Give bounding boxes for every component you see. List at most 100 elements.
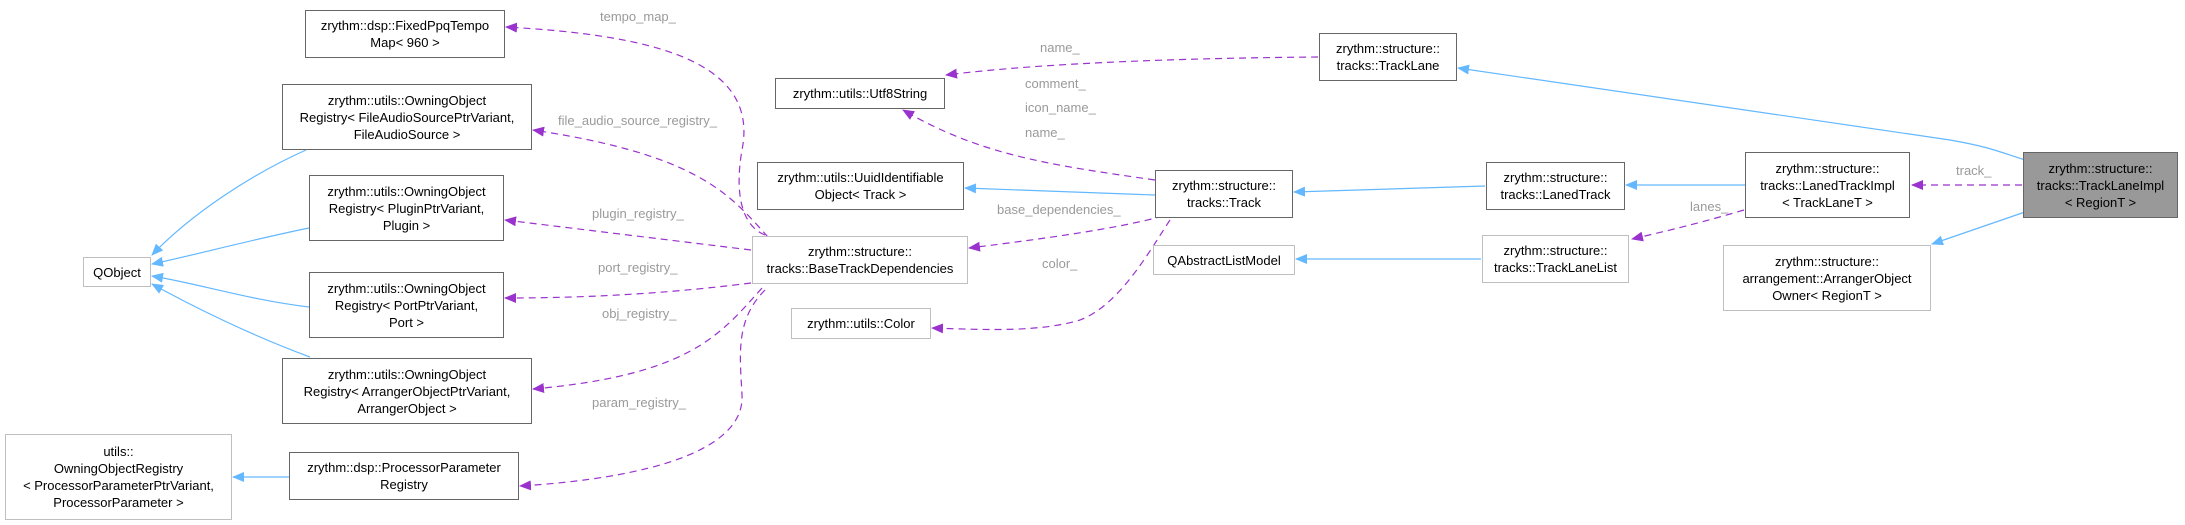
label-name-track: name_ xyxy=(1025,125,1066,140)
node-track[interactable]: zrythm::structure::tracks::Track xyxy=(1155,170,1293,218)
node-arranger-object-owner[interactable]: zrythm::structure::arrangement::Arranger… xyxy=(1723,245,1931,311)
node-label-line: zrythm::structure:: xyxy=(2048,160,2153,176)
node-utf8-string[interactable]: zrythm::utils::Utf8String xyxy=(775,78,945,109)
edge-regarranger-qobject xyxy=(151,283,311,358)
edge-plugin xyxy=(504,216,752,251)
node-label-line: zrythm::utils::Utf8String xyxy=(792,86,928,101)
label-obj-registry: obj_registry_ xyxy=(602,306,677,321)
label-base-dependencies: base_dependencies_ xyxy=(997,202,1121,217)
node-label-line: ArrangerObject > xyxy=(357,400,457,416)
edge-lanes xyxy=(1631,209,1745,242)
node-label-line: Registry< FileAudioSourcePtrVariant, xyxy=(299,109,515,125)
node-label-line: zrythm::utils::OwningObject xyxy=(327,366,487,382)
inheritance-edges xyxy=(151,64,2026,482)
node-label-line: Object< Track > xyxy=(814,187,907,202)
node-label-line: QAbstractListModel xyxy=(1167,252,1281,268)
node-label-line: zrythm::utils::OwningObject xyxy=(327,280,486,296)
node-label-line: tracks::LanedTrack xyxy=(1500,187,1611,202)
node-utils-owning-object-registry[interactable]: utils::OwningObjectRegistry< ProcessorPa… xyxy=(5,434,232,520)
node-label-line: zrythm::structure:: xyxy=(807,244,912,259)
node-label-line: zrythm::utils::UuidIdentifiable xyxy=(777,170,944,185)
edge-laneimpl-tracklane xyxy=(1457,64,2026,161)
node-label-line: zrythm::dsp::ProcessorParameter xyxy=(307,460,501,475)
edge-fileaudio xyxy=(532,126,769,238)
node-label-line: zrythm::structure:: xyxy=(1503,243,1608,258)
node-label-line: zrythm::dsp::FixedPpqTempo xyxy=(320,18,490,33)
node-label-line: zrythm::utils::OwningObject xyxy=(327,92,487,108)
node-track-lane-list[interactable]: zrythm::structure::tracks::TrackLaneList xyxy=(1482,235,1629,283)
node-label-line: arrangement::ArrangerObject xyxy=(1742,270,1912,286)
node-label-line: OwningObjectRegistry xyxy=(53,461,184,476)
label-track: track_ xyxy=(1956,163,1992,178)
node-label-line: Registry< PortPtrVariant, xyxy=(334,297,479,313)
node-label-line: tracks::TrackLaneImpl xyxy=(2036,177,2165,193)
label-param-registry: param_registry_ xyxy=(592,395,687,410)
node-label-line: Port > xyxy=(388,314,425,330)
edge-obj xyxy=(532,287,763,394)
edge-name-lane xyxy=(945,56,1319,79)
node-label-line: utils:: xyxy=(103,444,134,459)
node-label-line: zrythm::structure:: xyxy=(1171,178,1277,193)
label-tempo-map: tempo_map_ xyxy=(600,9,677,24)
edge-regplugin-qobject xyxy=(151,227,310,267)
node-color[interactable]: zrythm::utils::Color xyxy=(791,308,931,339)
label-comment: comment_ xyxy=(1025,76,1086,91)
node-label-line: zrythm::structure:: xyxy=(1503,170,1608,185)
node-label-line: Registry< PluginPtrVariant, xyxy=(328,200,485,216)
node-label-line: zrythm::structure:: xyxy=(1335,41,1441,56)
node-laned-track-impl[interactable]: zrythm::structure::tracks::LanedTrackImp… xyxy=(1745,152,1910,218)
node-laned-track[interactable]: zrythm::structure::tracks::LanedTrack xyxy=(1486,162,1625,210)
edge-labels: tempo_map_ file_audio_source_registry_ p… xyxy=(558,9,1992,410)
edge-name-track xyxy=(902,109,1156,181)
edge-regport-qobject xyxy=(151,272,310,308)
edge-port xyxy=(504,282,752,303)
label-name-lane: name_ xyxy=(1040,40,1081,55)
label-lanes: lanes_ xyxy=(1690,199,1729,214)
node-base-track-dependencies[interactable]: zrythm::structure::tracks::BaseTrackDepe… xyxy=(752,236,968,284)
node-label-line: Registry< ArrangerObjectPtrVariant, xyxy=(303,383,511,399)
node-label-line: QObject xyxy=(93,264,141,280)
usage-edges xyxy=(504,22,2022,491)
edge-tempo xyxy=(505,22,766,236)
edge-track-uuid xyxy=(964,183,1156,196)
edge-lanedtrack-track xyxy=(1293,185,1486,197)
node-label-line: tracks::Track xyxy=(1187,195,1261,210)
node-label-line: tracks::BaseTrackDependencies xyxy=(766,261,954,276)
label-icon-name: icon_name_ xyxy=(1025,100,1097,115)
node-label-line: Plugin > xyxy=(382,217,431,233)
edge-color xyxy=(931,219,1171,334)
node-label-line: Map< 960 > xyxy=(370,35,440,50)
node-qabstract-list-model[interactable]: QAbstractListModel xyxy=(1153,245,1295,275)
node-label-line: zrythm::structure:: xyxy=(1774,253,1880,269)
node-label-line: FileAudioSource > xyxy=(353,126,461,142)
label-plugin-registry: plugin_registry_ xyxy=(592,206,685,221)
label-color: color_ xyxy=(1042,256,1078,271)
node-label-line: Owner< RegionT > xyxy=(1772,287,1882,303)
node-label-line: < TrackLaneT > xyxy=(1782,194,1873,210)
node-label-line: Registry xyxy=(380,477,428,492)
edge-regfile-qobject xyxy=(151,149,307,256)
node-label-line: zrythm::structure:: xyxy=(1775,160,1880,176)
node-qobject[interactable]: QObject xyxy=(83,257,151,287)
edge-param xyxy=(519,289,766,491)
label-file-audio: file_audio_source_registry_ xyxy=(558,113,718,128)
node-label-line: < ProcessorParameterPtrVariant, xyxy=(23,478,214,493)
node-track-lane-impl[interactable]: zrythm::structure::tracks::TrackLaneImpl… xyxy=(2023,152,2178,218)
node-label-line: tracks::TrackLaneList xyxy=(1493,260,1618,275)
node-label-line: < RegionT > xyxy=(2064,194,2137,210)
node-label-line: zrythm::utils::Color xyxy=(807,316,915,331)
node-label-line: zrythm::utils::OwningObject xyxy=(327,183,486,199)
node-track-lane[interactable]: zrythm::structure::tracks::TrackLane xyxy=(1319,33,1457,81)
node-label-line: tracks::TrackLane xyxy=(1336,58,1440,73)
label-port-registry: port_registry_ xyxy=(598,260,678,275)
edge-basedeps xyxy=(968,215,1164,252)
